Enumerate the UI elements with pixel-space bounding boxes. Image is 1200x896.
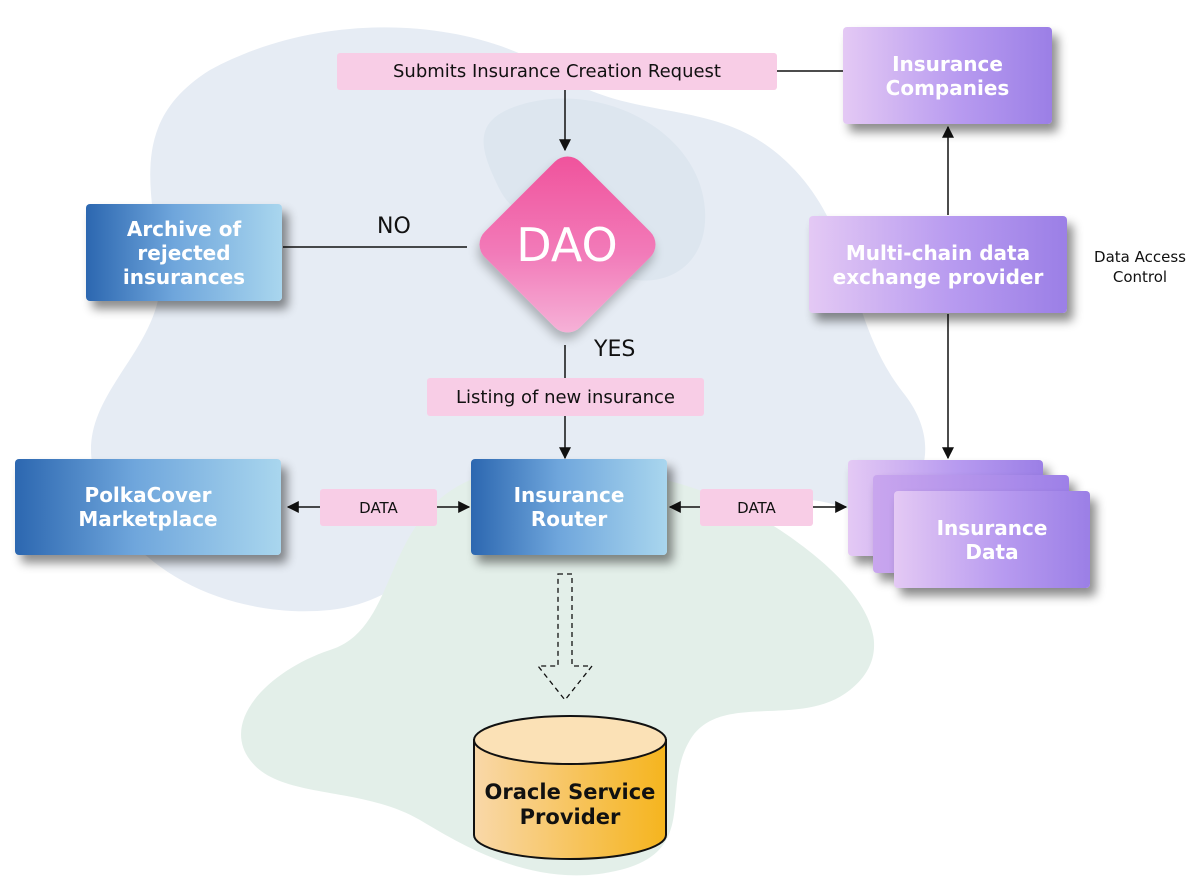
- data-label-right: DATA: [700, 489, 813, 526]
- insurance-data-node[interactable]: Insurance Data: [894, 491, 1090, 588]
- oracle-database-cylinder: [473, 715, 667, 860]
- yes-branch-label: YES: [594, 337, 636, 362]
- data-access-control-label: Data Access Control: [1094, 248, 1186, 287]
- dashed-arrow-router-to-oracle: [536, 573, 594, 702]
- archive-rejected-insurances-node[interactable]: Archive of rejected insurances: [86, 204, 282, 301]
- listing-new-insurance-label: Listing of new insurance: [427, 378, 704, 416]
- insurance-companies-node[interactable]: Insurance Companies: [843, 27, 1052, 124]
- background-blob-blue: [90, 27, 926, 612]
- background-blob-green: [241, 466, 875, 876]
- no-branch-label: NO: [377, 214, 411, 239]
- data-label-left: DATA: [320, 489, 437, 526]
- dao-label: DAO: [516, 218, 618, 272]
- oracle-service-provider-label: Oracle Service Provider: [484, 779, 656, 829]
- polkacover-marketplace-node[interactable]: PolkaCover Marketplace: [15, 459, 281, 555]
- multichain-data-exchange-provider-node[interactable]: Multi-chain data exchange provider: [809, 216, 1067, 313]
- insurance-router-node[interactable]: Insurance Router: [471, 459, 667, 555]
- submits-request-label: Submits Insurance Creation Request: [337, 53, 777, 90]
